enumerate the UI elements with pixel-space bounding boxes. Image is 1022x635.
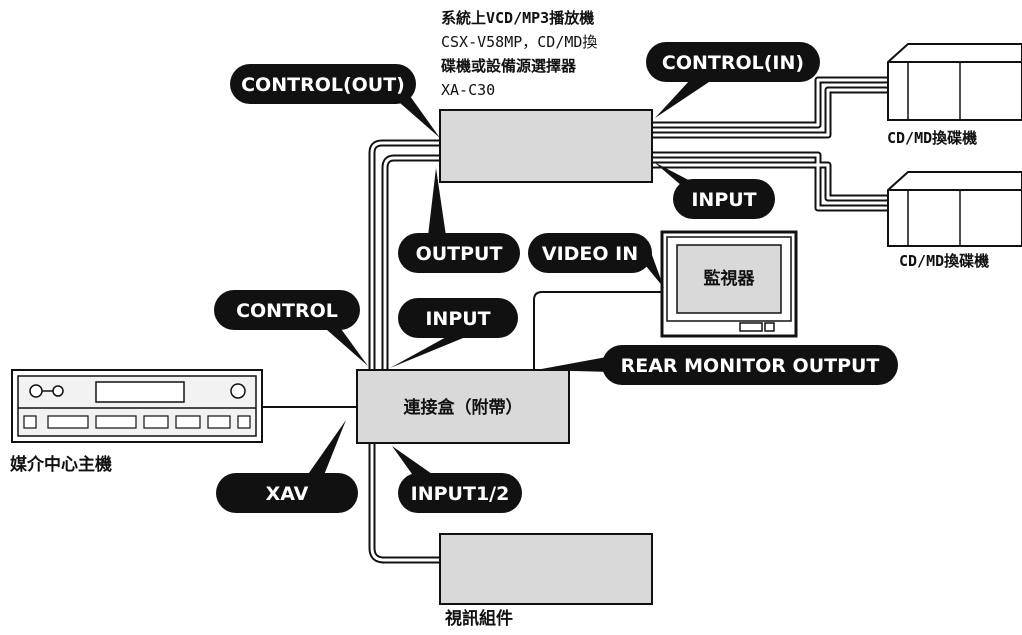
cable-to-changer-top-inner: [650, 78, 888, 137]
pill-control-bg: [214, 290, 360, 330]
monitor-button-2: [764, 322, 775, 332]
pill-rear-monitor-output-bg: [602, 345, 898, 385]
pill-video-in: VIDEO IN: [528, 233, 652, 273]
head-unit-btn-2: [47, 415, 89, 429]
pointer-control: [318, 322, 368, 366]
pointer-input12: [392, 446, 432, 474]
pill-input-mid-bg: [398, 298, 518, 338]
cable-loop-outer-inner: [370, 141, 442, 562]
pointer-input-mid: [390, 336, 468, 368]
head-unit: 媒介中心主機: [10, 369, 263, 475]
pointer-control-in: [655, 80, 712, 118]
pill-rear-monitor-output-text: REAR MONITOR OUTPUT: [621, 355, 880, 377]
head-unit-display: [95, 381, 185, 403]
pill-input12-bg: [398, 473, 522, 513]
cable-to-changer-bottom-inner: [650, 153, 888, 210]
pill-output-text: OUTPUT: [416, 243, 503, 265]
pill-video-in-text: VIDEO IN: [542, 243, 638, 265]
top-caption-line4: XA-C30: [441, 81, 495, 99]
monitor-label: 監視器: [704, 268, 756, 289]
top-caption-line2: CSX-V58MP，CD/MD換: [441, 33, 597, 51]
pill-output-bg: [398, 233, 520, 273]
pill-input-top-bg: [673, 179, 775, 219]
pill-control-out-text: CONTROL(OUT): [241, 74, 405, 96]
pill-input-mid-text: INPUT: [425, 308, 490, 330]
monitor-screen: [676, 244, 782, 314]
pill-input-top: INPUT: [673, 179, 775, 219]
changer-bottom: CD/MD換碟機: [887, 171, 1022, 270]
head-unit-btn-7: [237, 415, 251, 429]
pointer-xav: [304, 420, 346, 480]
changer-top: CD/MD換碟機: [887, 43, 1022, 147]
head-unit-btn-1: [23, 415, 37, 429]
pill-control: CONTROL: [214, 290, 360, 330]
pill-input12: INPUT1/2: [398, 473, 522, 513]
top-device-caption: 系統上VCD/MP3播放機 CSX-V58MP，CD/MD換 碟機或設備源選擇器…: [441, 9, 597, 99]
top-caption-line1: 系統上VCD/MP3播放機: [441, 9, 594, 27]
pill-video-in-bg: [528, 233, 652, 273]
pill-control-out: CONTROL(OUT): [230, 64, 416, 104]
pill-input12-text: INPUT1/2: [411, 483, 510, 505]
pill-control-text: CONTROL: [236, 300, 338, 322]
head-unit-knob-left2: [52, 385, 64, 397]
pill-control-out-bg: [230, 64, 416, 104]
callout-pointers: [304, 80, 712, 480]
pill-input-top-text: INPUT: [691, 189, 756, 211]
pill-xav-text: XAV: [266, 483, 309, 505]
head-unit-knob-right: [230, 383, 246, 399]
pointer-rear-monitor: [536, 356, 612, 372]
video-component-caption: 視訊組件: [444, 608, 513, 629]
pill-input-mid: INPUT: [398, 298, 518, 338]
changer-bottom-caption: CD/MD換碟機: [899, 252, 989, 270]
pill-control-in-bg: [646, 42, 820, 82]
head-unit-btn-6: [207, 415, 231, 429]
head-unit-btn-4: [143, 415, 169, 429]
junction-box-label: 連接盒（附帶）: [404, 397, 523, 418]
cables: [261, 76, 890, 564]
head-unit-btn-5: [175, 415, 201, 429]
cable-top-to-junction-inner: [383, 156, 442, 372]
pill-control-in: CONTROL(IN): [646, 42, 820, 82]
changer-top-caption: CD/MD換碟機: [887, 129, 977, 147]
pointer-output: [428, 168, 446, 236]
head-unit-btn-3: [95, 415, 137, 429]
pill-rear-monitor-output: REAR MONITOR OUTPUT: [602, 345, 898, 385]
pill-xav: XAV: [216, 473, 358, 513]
video-component-box: [439, 533, 653, 605]
top-caption-line3: 碟機或設備源選擇器: [441, 57, 577, 75]
top-device-box: [439, 109, 653, 183]
pill-output: OUTPUT: [398, 233, 520, 273]
pill-control-in-text: CONTROL(IN): [662, 52, 804, 74]
junction-box: [356, 369, 570, 444]
head-unit-knob-left: [29, 384, 43, 398]
monitor-button-1: [739, 322, 763, 332]
pointer-control-out: [392, 96, 440, 138]
cable-to-monitor: [533, 291, 665, 371]
pill-xav-bg: [216, 473, 358, 513]
monitor: 監視器: [660, 230, 798, 338]
head-unit-caption: 媒介中心主機: [10, 454, 112, 475]
